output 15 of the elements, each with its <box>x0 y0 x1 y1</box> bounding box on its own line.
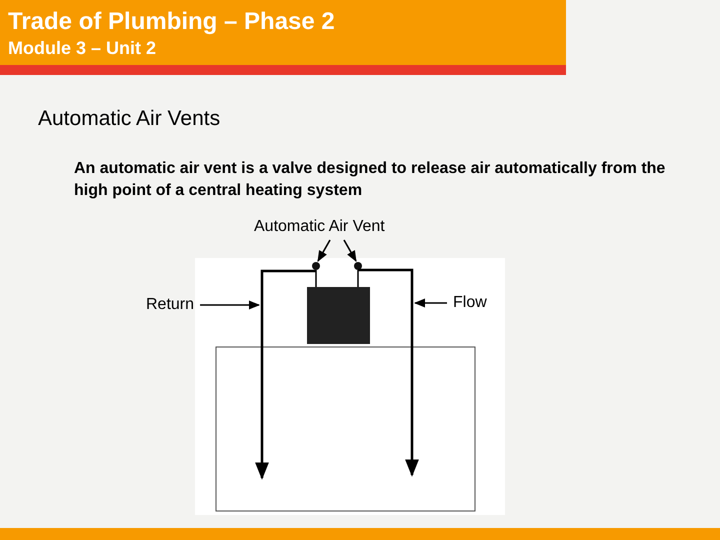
callout-label: Automatic Air Vent <box>254 218 385 236</box>
arrow <box>414 298 447 308</box>
air-vent-icon <box>312 262 320 270</box>
section-heading: Automatic Air Vents <box>38 107 220 131</box>
air-vent-icon <box>354 262 362 270</box>
slide-subtitle: Module 3 – Unit 2 <box>8 38 156 59</box>
pipe <box>255 270 316 480</box>
callout-label: Return <box>146 296 194 314</box>
arrow <box>317 240 331 262</box>
pipe <box>358 268 419 477</box>
arrow <box>200 300 260 310</box>
arrow <box>343 240 357 262</box>
description-text: An automatic air vent is a valve designed to release air automatically from the high point of a central heating system <box>74 159 666 201</box>
slide-title: Trade of Plumbing – Phase 2 <box>8 8 335 36</box>
callout-label: Flow <box>453 294 487 312</box>
